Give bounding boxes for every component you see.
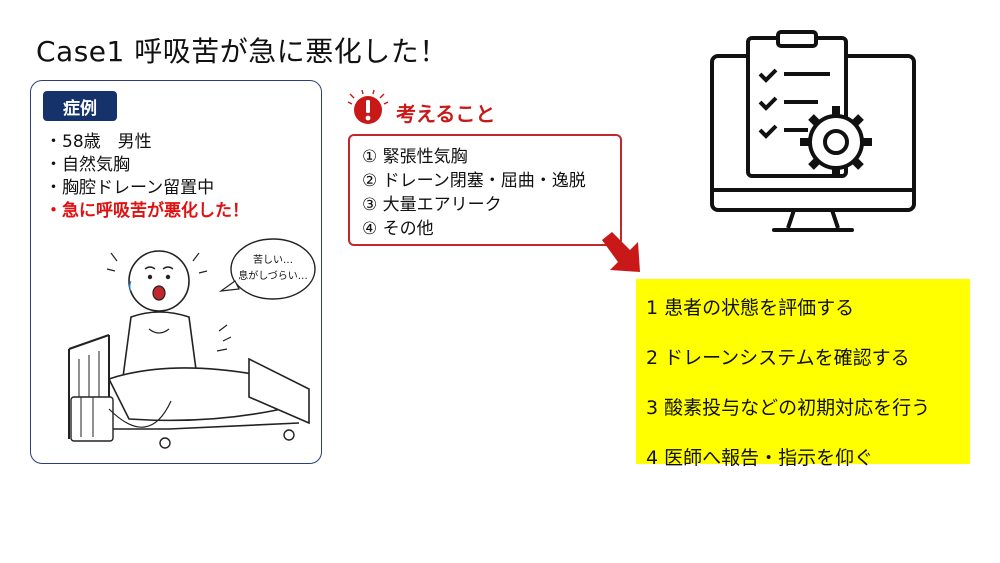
action-item: 4 医師へ報告・指示を仰ぐ xyxy=(646,447,874,469)
patient-body xyxy=(122,311,198,378)
think-heading-icon-group xyxy=(347,90,389,124)
think-item: ③ 大量エアリーク xyxy=(362,195,502,215)
action-item: 3 酸素投与などの初期対応を行う xyxy=(646,397,931,419)
speech-line-1: 苦しい… xyxy=(253,253,293,266)
case-list: ・58歳 男性 ・自然気胸 ・胸腔ドレーン留置中 ・急に呼吸苦が悪化した！ xyxy=(45,131,249,223)
case-alert: ・急に呼吸苦が悪化した！ xyxy=(45,201,249,221)
think-item: ④ その他 xyxy=(362,219,434,239)
checklist-monitor-icon xyxy=(710,30,916,232)
arrow-down-right-icon xyxy=(602,232,640,272)
think-box: ① 緊張性気胸 ② ドレーン閉塞・屈曲・逸脱 ③ 大量エアリーク ④ その他 xyxy=(348,134,622,246)
page-title: Case1 呼吸苦が急に悪化した！ xyxy=(36,35,448,68)
action-list: 1 患者の状態を評価する 2 ドレーンシステムを確認する 3 酸素投与などの初期… xyxy=(636,279,970,469)
think-item: ② ドレーン閉塞・屈曲・逸脱 xyxy=(362,171,586,191)
case-label: 症例 xyxy=(43,91,117,121)
patient-illustration: 苦しい… 息がしづらい… xyxy=(68,238,316,449)
case-item: ・胸腔ドレーン留置中 xyxy=(45,178,215,198)
exclamation-icon xyxy=(347,90,389,124)
speech-line-2: 息がしづらい… xyxy=(238,269,307,282)
case-card: 症例 ・58歳 男性 ・自然気胸 ・胸腔ドレーン留置中 ・急に呼吸苦が悪化した！… xyxy=(30,80,322,464)
action-item: 1 患者の状態を評価する xyxy=(646,297,855,319)
case-item: ・58歳 男性 xyxy=(45,132,152,152)
bed xyxy=(68,334,310,449)
patient-head xyxy=(106,250,208,312)
speech-bubble: 苦しい… 息がしづらい… xyxy=(218,238,316,300)
think-item: ① 緊張性気胸 xyxy=(362,147,468,167)
action-item: 2 ドレーンシステムを確認する xyxy=(646,347,910,369)
case-item: ・自然気胸 xyxy=(45,155,130,175)
think-heading: 考えること xyxy=(396,102,496,126)
